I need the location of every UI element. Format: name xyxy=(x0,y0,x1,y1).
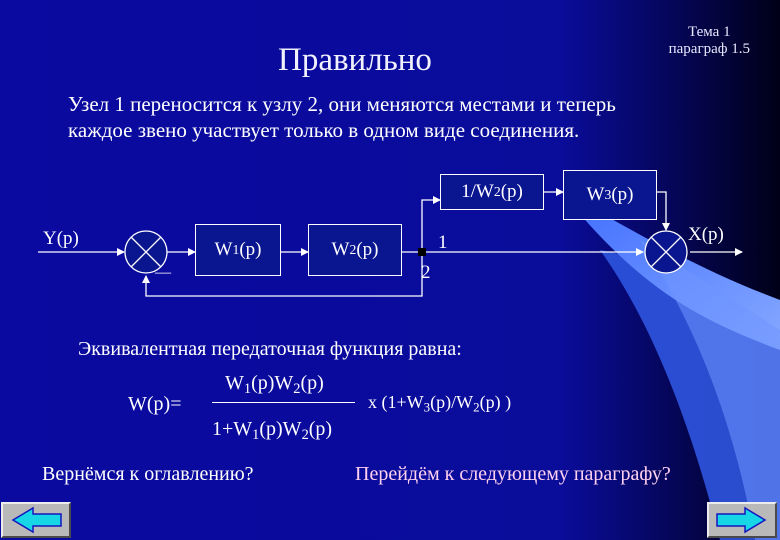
equation-intro: Эквивалентная передаточная функция равна… xyxy=(78,338,462,360)
description-line-1: Узел 1 переносится к узлу 2, они меняютс… xyxy=(68,92,616,116)
output-label: X(p) xyxy=(688,224,724,245)
fraction-bar xyxy=(212,402,355,403)
mult-a: х (1+W xyxy=(368,392,424,412)
input-label: Y(p) xyxy=(43,228,79,249)
equation-denominator: 1+W1(p)W2(p) xyxy=(212,418,333,444)
prev-slide-button[interactable] xyxy=(1,502,71,538)
arrow-left-icon xyxy=(11,506,62,534)
den-a: 1+W xyxy=(212,418,253,440)
den-b-sub: 2 xyxy=(301,427,309,444)
den-b: (p)W xyxy=(259,418,302,440)
block-w2-tail: (p) xyxy=(356,239,379,260)
block-w1-tail: (p) xyxy=(239,239,262,260)
den-c: (p) xyxy=(308,418,333,440)
block-w1-main: W xyxy=(214,239,233,260)
node-1-label: 1 xyxy=(438,232,448,253)
mult-b-sub: 2 xyxy=(473,399,480,415)
block-w3-main: W xyxy=(586,184,605,205)
num-c: (p) xyxy=(300,372,324,394)
mult-a-sub: 3 xyxy=(423,399,431,415)
equation-multiplier: х (1+W3(p)/W2(p) ) xyxy=(368,392,512,415)
wire-feedback xyxy=(142,252,423,297)
summing-junction-1 xyxy=(124,230,168,274)
mult-b: (p)/W xyxy=(430,392,474,412)
next-slide-button[interactable] xyxy=(707,502,777,538)
block-w2-main: W xyxy=(331,239,350,260)
den-a-sub: 1 xyxy=(252,427,260,444)
num-a-sub: 1 xyxy=(243,381,252,398)
block-inv-w2-tail: (p) xyxy=(500,181,523,202)
minus-sign: — xyxy=(155,264,171,281)
num-b-sub: 2 xyxy=(293,381,301,398)
equation-numerator: W1(p)W2(p) xyxy=(225,372,324,398)
topic-line-2: параграф 1.5 xyxy=(668,41,750,57)
topic-label: Тема 1 параграф 1.5 xyxy=(669,24,750,58)
equation-lhs: W(p)= xyxy=(128,393,182,415)
summing-junction-2 xyxy=(644,230,688,274)
wire-to-inv-w2 xyxy=(421,196,441,252)
block-w3-tail: (p) xyxy=(611,184,634,205)
node-2-label: 2 xyxy=(421,262,431,283)
slide-title: Правильно xyxy=(278,42,432,78)
mult-c: (p) ) xyxy=(479,392,512,412)
num-a: W xyxy=(225,372,244,394)
wire-w3-to-sum2 xyxy=(655,191,670,231)
arrow-right-icon xyxy=(716,506,767,534)
topic-line-1: Тема 1 xyxy=(688,24,731,40)
next-paragraph-link[interactable]: Перейдём к следующему параграфу? xyxy=(355,463,671,485)
num-b: (p)W xyxy=(251,372,294,394)
branch-node-2 xyxy=(418,248,426,256)
block-inv-w2-main: 1/W xyxy=(461,181,494,202)
description-line-2: каждое звено участвует только в одном ви… xyxy=(68,118,580,142)
description: Узел 1 переносится к узлу 2, они меняютс… xyxy=(68,91,616,143)
toc-link[interactable]: Вернёмся к оглавлению? xyxy=(42,463,254,485)
